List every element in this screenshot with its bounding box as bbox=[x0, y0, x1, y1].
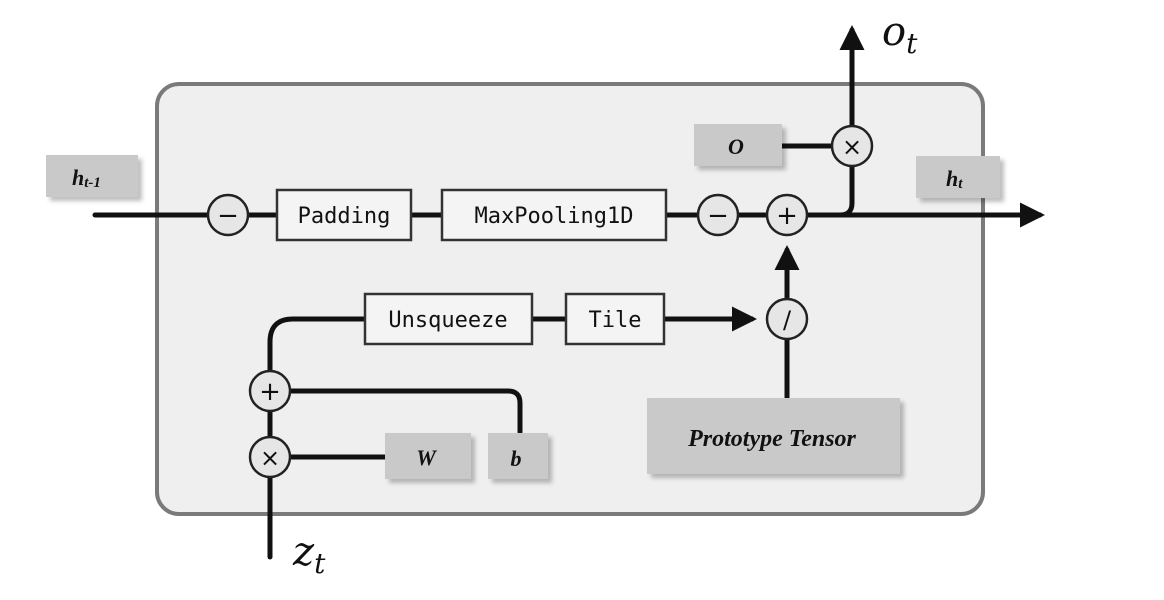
block-maxpooling1d: MaxPooling1D bbox=[440, 188, 668, 242]
connection-lines bbox=[92, 25, 1045, 560]
svg-text:×: × bbox=[842, 133, 862, 161]
svg-text:+: + bbox=[259, 377, 281, 407]
op-divide: ∕ bbox=[765, 297, 809, 341]
svg-text:Unsqueeze: Unsqueeze bbox=[388, 308, 507, 333]
block-unsqueeze: Unsqueeze bbox=[363, 292, 534, 346]
param-b: b bbox=[488, 433, 548, 479]
label-h-prev: ht-1 bbox=[46, 155, 138, 197]
op-minus-1: − bbox=[206, 193, 250, 237]
svg-text:b: b bbox=[511, 446, 522, 471]
op-plus-bias: + bbox=[248, 369, 292, 413]
label-z-t: zt bbox=[292, 529, 326, 580]
svg-text:ot: ot bbox=[882, 9, 918, 60]
block-tile: Tile bbox=[564, 292, 666, 346]
svg-text:ht: ht bbox=[946, 166, 963, 192]
param-w: W bbox=[385, 433, 471, 479]
svg-text:Prototype Tensor: Prototype Tensor bbox=[687, 426, 856, 452]
label-o-t: ot bbox=[882, 9, 918, 60]
svg-text:Tile: Tile bbox=[589, 308, 642, 333]
op-plus-main: + bbox=[765, 193, 809, 237]
op-times-weight: × bbox=[248, 435, 292, 479]
svg-text:Padding: Padding bbox=[298, 204, 391, 229]
svg-text:ht-1: ht-1 bbox=[72, 165, 101, 191]
svg-text:−: − bbox=[217, 201, 239, 231]
svg-text:∕: ∕ bbox=[783, 306, 792, 334]
svg-text:+: + bbox=[776, 201, 798, 231]
block-padding: Padding bbox=[275, 188, 413, 242]
svg-text:MaxPooling1D: MaxPooling1D bbox=[475, 204, 634, 229]
label-h-next: ht bbox=[916, 156, 1000, 198]
svg-text:−: − bbox=[707, 201, 729, 231]
param-prototype-tensor: Prototype Tensor bbox=[647, 398, 900, 474]
svg-text:×: × bbox=[260, 444, 280, 472]
param-o: O bbox=[694, 124, 782, 166]
op-minus-2: − bbox=[696, 193, 740, 237]
svg-text:O: O bbox=[728, 134, 744, 159]
svg-text:zt: zt bbox=[292, 529, 326, 580]
svg-text:W: W bbox=[416, 445, 437, 470]
op-times-output: × bbox=[830, 124, 874, 168]
